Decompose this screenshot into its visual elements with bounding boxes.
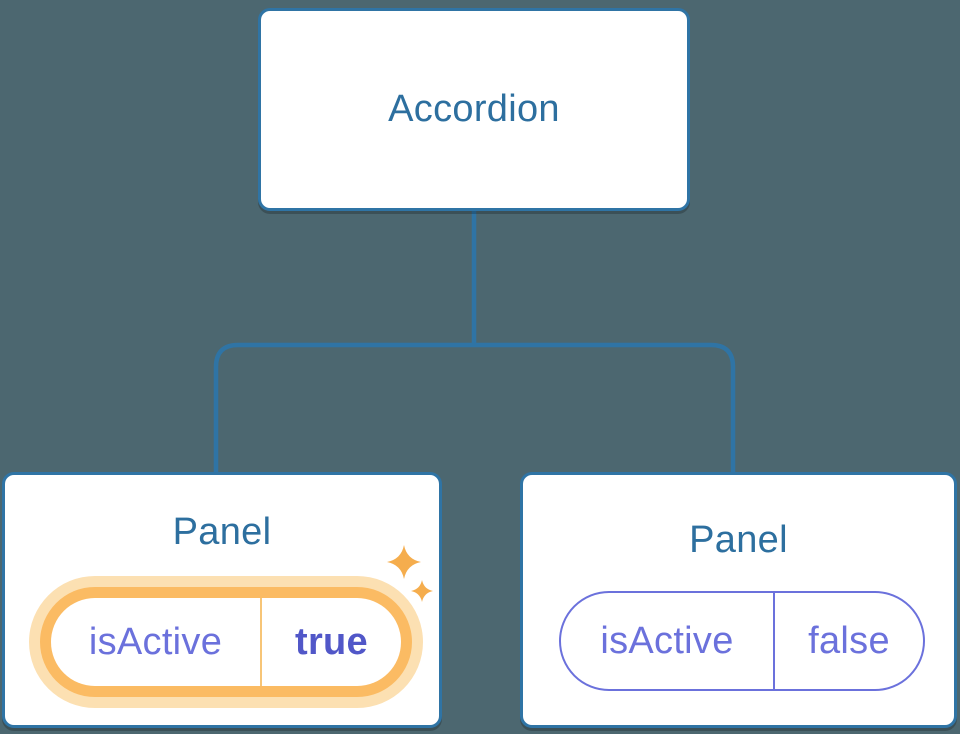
connector-branch <box>213 342 736 472</box>
state-pill-highlight-ring: isActive true <box>40 587 412 697</box>
state-pill: isActive true <box>51 598 401 686</box>
panel-node-label: Panel <box>172 511 272 553</box>
state-pill-divider <box>773 593 775 689</box>
sparkle-large <box>387 545 421 579</box>
state-pill-highlight-glow: isActive true <box>29 576 423 708</box>
state-value-label: false <box>808 619 890 662</box>
accordion-node-label: Accordion <box>388 88 560 130</box>
accordion-node: Accordion <box>258 8 690 211</box>
sparkles-icon <box>387 545 433 602</box>
state-pill-divider <box>260 598 262 686</box>
state-pill: isActive false <box>559 591 925 691</box>
panel-node-inactive: Panel isActive false <box>520 472 957 728</box>
state-key-label: isActive <box>600 619 734 662</box>
panel-node-active: Panel isActive true <box>2 472 442 728</box>
sparkle-small <box>411 580 433 602</box>
state-value-label: true <box>295 620 368 663</box>
state-key-label: isActive <box>88 620 223 663</box>
panel-node-label: Panel <box>689 519 788 561</box>
